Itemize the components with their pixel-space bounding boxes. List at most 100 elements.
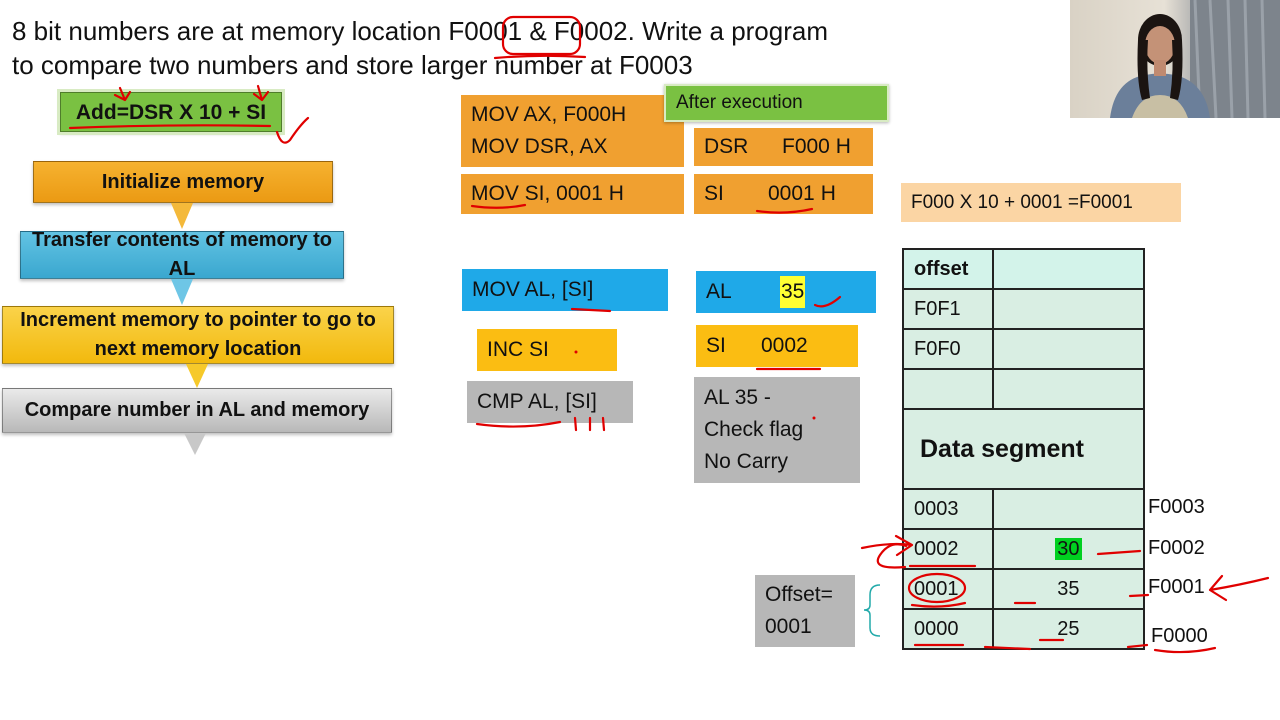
dot-annotation — [574, 350, 578, 354]
table-cell-value — [991, 488, 1146, 530]
code-mov-al: MOV AL, [SI] — [472, 278, 594, 301]
dot-annotation — [812, 416, 816, 420]
exec-si-box: SI 0001 H — [694, 174, 873, 214]
exec-si-value: 0001 — [768, 182, 815, 205]
after-execution-header: After execution — [664, 84, 889, 122]
exec-dsr-value: F000 H — [782, 135, 851, 158]
table-cell-value-highlighted: 30 — [991, 528, 1146, 570]
flow-step-transfer: Transfer contents of memory to AL — [20, 229, 344, 280]
after-execution-label: After execution — [676, 92, 803, 113]
table-cell-value: 25 — [991, 608, 1146, 650]
table-row: 0002 30 — [902, 528, 1146, 570]
address-calculation-box: F000 X 10 + 0001 =F0001 — [901, 183, 1181, 222]
flow-arrow-1 — [171, 203, 193, 229]
exec-si2-box: SI 0002 — [696, 325, 858, 367]
flow-step-initialize-label: Initialize memory — [101, 170, 265, 193]
flow-arrow-4 — [184, 433, 206, 455]
exec-dsr-label: DSR — [704, 135, 749, 158]
underline-annotation — [1126, 643, 1149, 649]
underline-annotation — [1153, 646, 1217, 654]
table-row: F0F1 — [902, 288, 1146, 330]
title-line-2: to compare two numbers and store larger … — [12, 50, 693, 80]
flow-arrow-3 — [186, 364, 208, 388]
underline-annotation — [983, 645, 1032, 651]
table-cell-value — [991, 328, 1146, 370]
flow-step-transfer-label: Transfer contents of memory to AL — [31, 229, 333, 280]
tick-annotation — [113, 86, 132, 102]
underline-annotation — [68, 124, 272, 130]
arrow-annotation — [1208, 574, 1270, 602]
presenter-video — [1070, 0, 1280, 118]
flow-step-increment-label: Increment memory to pointer to go to nex… — [20, 309, 376, 360]
exec-compare-box: AL 35 - Check flag No Carry — [694, 377, 860, 483]
table-header-offset: offset — [902, 248, 994, 290]
flow-step-increment: Increment memory to pointer to go to nex… — [2, 306, 394, 364]
flow-step-compare-label: Compare number in AL and memory — [24, 399, 370, 421]
exec-compare-line1: AL 35 - — [704, 386, 771, 409]
data-segment-label: Data segment — [902, 408, 1145, 490]
table-header-value — [991, 248, 1146, 290]
table-row — [902, 368, 1146, 410]
physical-address: F0000 — [1151, 625, 1208, 647]
brace-icon — [863, 584, 881, 637]
exec-si-suffix: H — [820, 182, 836, 205]
arrow-annotation — [876, 543, 908, 569]
tick-annotation — [275, 116, 310, 144]
exec-al-box: AL 35 — [696, 271, 876, 313]
physical-address: F0001 — [1148, 576, 1205, 598]
underline-annotation — [1128, 593, 1150, 598]
underline-annotation — [755, 207, 814, 214]
circle-annotation — [907, 572, 967, 604]
flow-arrow-2 — [171, 279, 193, 305]
code-mov-ax-dsr: MOV AX, F000H MOV DSR, AX — [461, 95, 684, 167]
underline-annotation — [493, 54, 587, 60]
table-cell-offset: 0000 — [902, 608, 994, 650]
underline-annotation — [470, 203, 527, 209]
exec-si-label: SI — [704, 182, 724, 205]
exec-si2-value: 0002 — [761, 334, 808, 357]
presenter-image — [1110, 0, 1280, 118]
highlighted-value: 30 — [1055, 537, 1082, 560]
code-inc-si: INC SI — [487, 338, 549, 361]
code-mov-si: MOV SI, 0001 H — [471, 182, 624, 205]
code-inc-si-box: INC SI — [477, 329, 617, 371]
offset-note-box: Offset= 0001 — [755, 575, 855, 647]
table-header-row: offset — [902, 248, 1146, 290]
physical-address: F0003 — [1148, 496, 1205, 518]
underline-annotation — [1096, 549, 1142, 556]
data-segment-table: offset F0F1 F0F0 Data segment 0003 0002 … — [902, 248, 1146, 650]
table-row: 0000 25 — [902, 608, 1146, 650]
code-mov-dsr: MOV DSR, AX — [471, 135, 608, 158]
code-cmp-box: CMP AL, [SI] — [467, 381, 633, 423]
table-cell-offset — [902, 368, 994, 410]
circle-annotation — [501, 15, 582, 56]
exec-dsr-box: DSR F000 H — [694, 128, 873, 166]
table-cell-value — [991, 368, 1146, 410]
address-formula-text: Add=DSR X 10 + SI — [75, 100, 267, 124]
table-row: 0003 — [902, 488, 1146, 530]
offset-note-line1: Offset= — [765, 583, 833, 606]
offset-note-line2: 0001 — [765, 615, 812, 638]
table-cell-value — [991, 288, 1146, 330]
code-cmp: CMP AL, [SI] — [477, 390, 597, 413]
tick-annotation — [252, 84, 270, 102]
flow-step-initialize: Initialize memory — [33, 161, 333, 203]
exec-compare-line2: Check flag — [704, 418, 804, 441]
address-calculation: F000 X 10 + 0001 =F0001 — [911, 191, 1133, 213]
table-cell-offset: F0F0 — [902, 328, 994, 370]
table-cell-offset: F0F1 — [902, 288, 994, 330]
table-cell-offset: 0002 — [902, 528, 994, 570]
exec-si2-label: SI — [706, 334, 726, 357]
exec-compare-line3: No Carry — [704, 450, 789, 473]
slide-title: 8 bit numbers are at memory location F00… — [12, 14, 1012, 82]
underline-annotation — [570, 307, 612, 313]
underline-annotation — [910, 601, 967, 608]
tick-annotation — [813, 295, 842, 308]
title-line-1: 8 bit numbers are at memory location F00… — [12, 16, 829, 46]
flow-step-compare: Compare number in AL and memory — [2, 388, 392, 433]
code-mov-al-box: MOV AL, [SI] — [462, 269, 668, 311]
table-cell-offset: 0003 — [902, 488, 994, 530]
table-row: F0F0 — [902, 328, 1146, 370]
arrow-annotation — [860, 534, 914, 557]
